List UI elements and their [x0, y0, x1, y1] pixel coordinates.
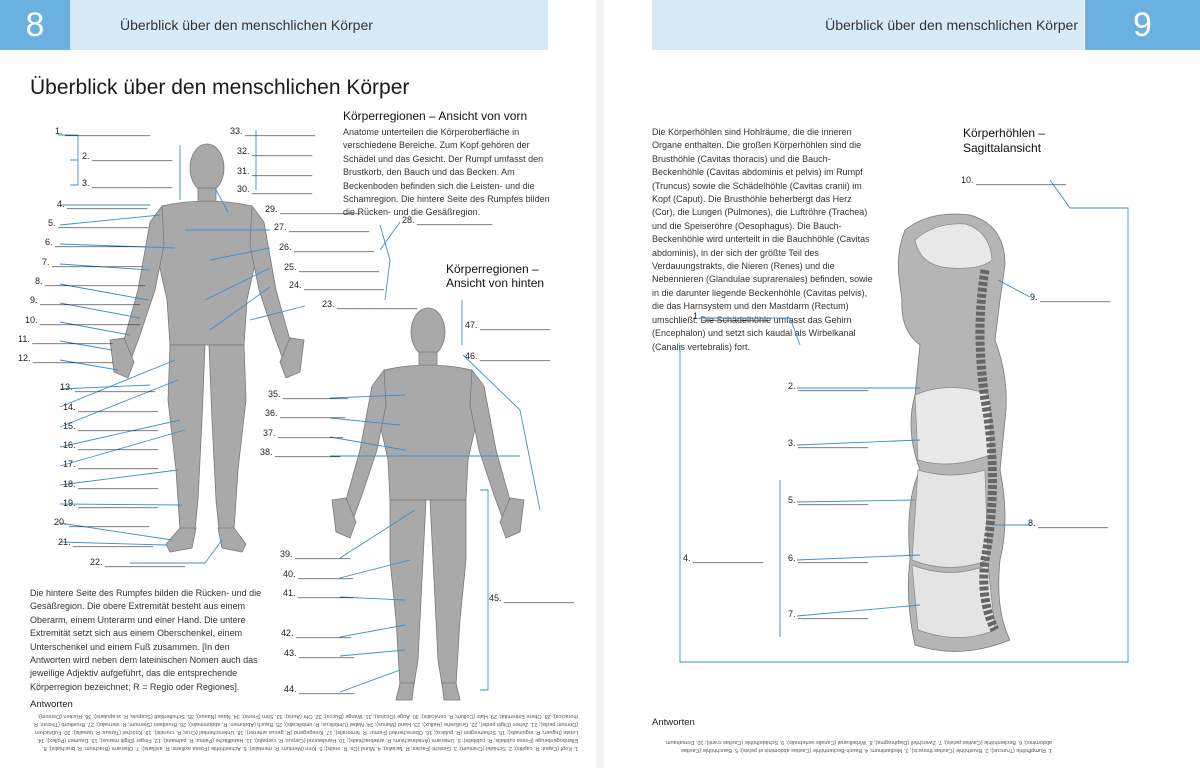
answer-label: 3. ______________ — [788, 438, 869, 448]
cavities-text: Die Körperhöhlen sind Hohlräume, die die… — [652, 127, 873, 352]
answer-label: 16. ________________ — [63, 440, 159, 450]
answer-label: 19. ________________ — [63, 498, 159, 508]
answer-label: 10. __________________ — [961, 175, 1067, 185]
header-title-right: Überblick über den menschlichen Körper — [825, 17, 1078, 33]
answer-label: 8. ______________ — [1028, 518, 1109, 528]
answer-label: 14. ________________ — [63, 402, 159, 412]
header-bar-left — [70, 0, 548, 50]
answer-label: 2. ________________ — [82, 151, 173, 161]
answer-label: 43. ___________ — [284, 648, 355, 658]
bottom-text: Die hintere Seite des Rumpfes bilden die… — [30, 588, 262, 692]
sagittal-body-figure — [897, 213, 1011, 652]
book-gutter — [596, 0, 604, 768]
answer-label: 33. ______________ — [230, 126, 316, 136]
answer-label: 21. ________________ — [58, 537, 154, 547]
answer-label: 46. ______________ — [465, 351, 551, 361]
page-number-right: 9 — [1085, 0, 1200, 50]
answers-heading-right: Antworten — [652, 717, 695, 728]
answer-label: 25. ________________ — [284, 262, 380, 272]
leader-lines — [58, 130, 1129, 693]
answer-label: 17. ________________ — [63, 459, 159, 469]
answer-label: 24. ________________ — [289, 280, 385, 290]
answer-label: 36. _____________ — [265, 408, 346, 418]
answer-label: 27. ________________ — [274, 222, 370, 232]
header-title-left: Überblick über den menschlichen Körper — [120, 17, 373, 33]
answers-heading-left: Antworten — [30, 699, 73, 710]
answer-label: 40. ___________ — [283, 569, 354, 579]
answer-label: 32. ____________ — [237, 146, 313, 156]
answer-label: 23. ________________ — [322, 299, 418, 309]
answer-label: 1. _____________ — [693, 311, 769, 321]
answer-label: 5. ______________ — [788, 495, 869, 505]
answer-label: 41. ___________ — [283, 588, 354, 598]
back-view-title-line2: Ansicht von hinten — [446, 276, 545, 290]
answer-label: 11. ________________ — [18, 334, 113, 344]
back-body-figure — [331, 307, 525, 701]
answer-label: 37. _____________ — [263, 428, 344, 438]
answer-label: 6. ______________ — [788, 553, 869, 563]
front-view-title: Körperregionen – Ansicht von vorn — [343, 109, 528, 123]
answer-label: 28. _______________ — [402, 215, 493, 225]
page-number-left: 8 — [0, 0, 70, 50]
sagittal-title-line1: Körperhöhlen – — [963, 126, 1046, 140]
answer-label: 7. ______________ — [788, 609, 869, 619]
left-page: 8 Überblick über den menschlichen Körper… — [0, 0, 596, 768]
answer-label: 18. ________________ — [63, 479, 159, 489]
answer-label: 35. _____________ — [268, 389, 349, 399]
page-title: Überblick über den menschlichen Körper — [30, 76, 410, 99]
header-bar-right — [652, 0, 1084, 50]
answer-label: 7. __________________ — [42, 257, 143, 267]
answer-label: 42. ___________ — [281, 628, 352, 638]
answer-label: 3. ________________ — [82, 178, 173, 188]
answer-label: 44. ___________ — [284, 684, 355, 694]
front-view-text: Anatome unterteilen die Körperoberfläche… — [343, 127, 550, 218]
answer-label: 38. _____________ — [260, 447, 341, 457]
answer-label: 22. ________________ — [90, 557, 186, 567]
right-page: Überblick über den menschlichen Körper 9… — [604, 0, 1200, 768]
answer-label: 5. __________________ — [48, 218, 149, 228]
answer-label: 26. ________________ — [279, 242, 375, 252]
front-body-figure — [109, 143, 305, 553]
answer-label: 12. ________________ — [18, 353, 114, 363]
answer-label: 39. ___________ — [280, 549, 351, 559]
answer-label: 6. __________________ — [45, 237, 146, 247]
answer-label: 20. ________________ — [54, 517, 150, 527]
answer-label: 30. ____________ — [237, 184, 313, 194]
answer-label: 4. ________________ — [57, 199, 148, 209]
back-view-title-line1: Körperregionen – — [446, 262, 539, 276]
answer-label: 45. ______________ — [489, 593, 575, 603]
answer-label: 10. ____________________ — [25, 315, 141, 325]
sagittal-title-line2: Sagittalansicht — [963, 141, 1042, 155]
answer-label: 31. ____________ — [237, 166, 313, 176]
answer-label: 47. ______________ — [465, 320, 551, 330]
answer-label: 9. ____________________ — [30, 295, 141, 305]
answer-label: 2. ______________ — [788, 381, 869, 391]
answer-label: 9. ______________ — [1030, 292, 1111, 302]
answer-label: 8. ____________________ — [35, 276, 146, 286]
answer-label: 1. _________________ — [55, 126, 151, 136]
answer-label: 13. ________________ — [60, 382, 156, 392]
answer-label: 15. ________________ — [63, 421, 159, 431]
answer-label: 4. ______________ — [683, 553, 764, 563]
answer-label: 29. ________________ — [265, 204, 361, 214]
